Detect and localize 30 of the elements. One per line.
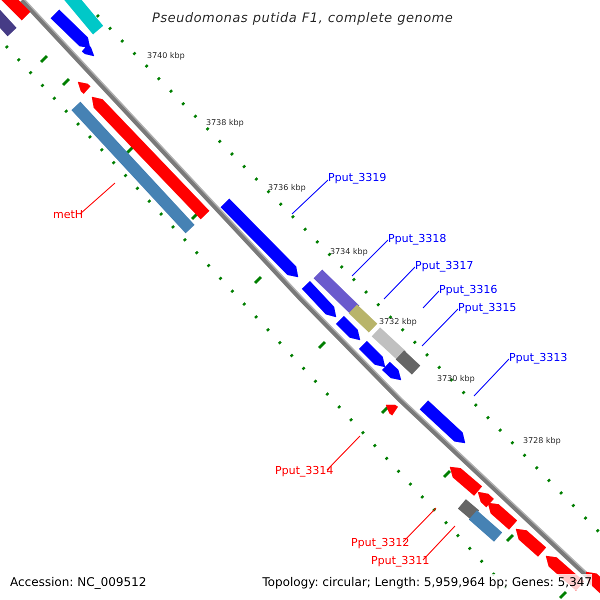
scale-label: 3734 kbp: [330, 247, 368, 257]
leader-line: [474, 358, 510, 396]
map-title: Pseudomonas putida F1, complete genome: [152, 10, 454, 28]
gene-label: Pput_3314: [275, 464, 334, 478]
scale-label: 3728 kbp: [523, 436, 561, 446]
scale-label: 3736 kbp: [268, 183, 306, 193]
leader-line: [422, 308, 458, 346]
leader-line: [80, 182, 116, 214]
leader-line: [402, 508, 436, 542]
gene-label: Pput_3318: [388, 232, 446, 246]
scale-label: 3740 kbp: [147, 51, 185, 61]
genome-info-text: Topology: circular; Length: 5,959,964 bp; Genes: 5,347: [262, 574, 592, 590]
gene-label: Pput_3311: [371, 554, 430, 568]
leader-line: [326, 436, 360, 470]
leader-line: [352, 240, 388, 276]
gene-label: Pput_3315: [458, 301, 516, 315]
gene-label: Pput_3312: [351, 536, 410, 550]
gene-label: Pput_3316: [439, 283, 498, 297]
gene-label: metH: [53, 208, 84, 222]
gene-label: Pput_3317: [415, 259, 474, 273]
gene-label: Pput_3313: [509, 351, 568, 365]
genome-info-text: Accession: NC_009512: [10, 574, 146, 590]
leader-line: [422, 526, 456, 560]
leader-line: [292, 180, 328, 214]
scale-label: 3738 kbp: [206, 118, 244, 128]
scale-label: 3730 kbp: [437, 374, 475, 384]
scale-label: 3732 kbp: [379, 317, 417, 327]
gene-label: Pput_3319: [328, 171, 386, 185]
leader-line: [384, 266, 416, 300]
leader-line: [422, 290, 440, 308]
